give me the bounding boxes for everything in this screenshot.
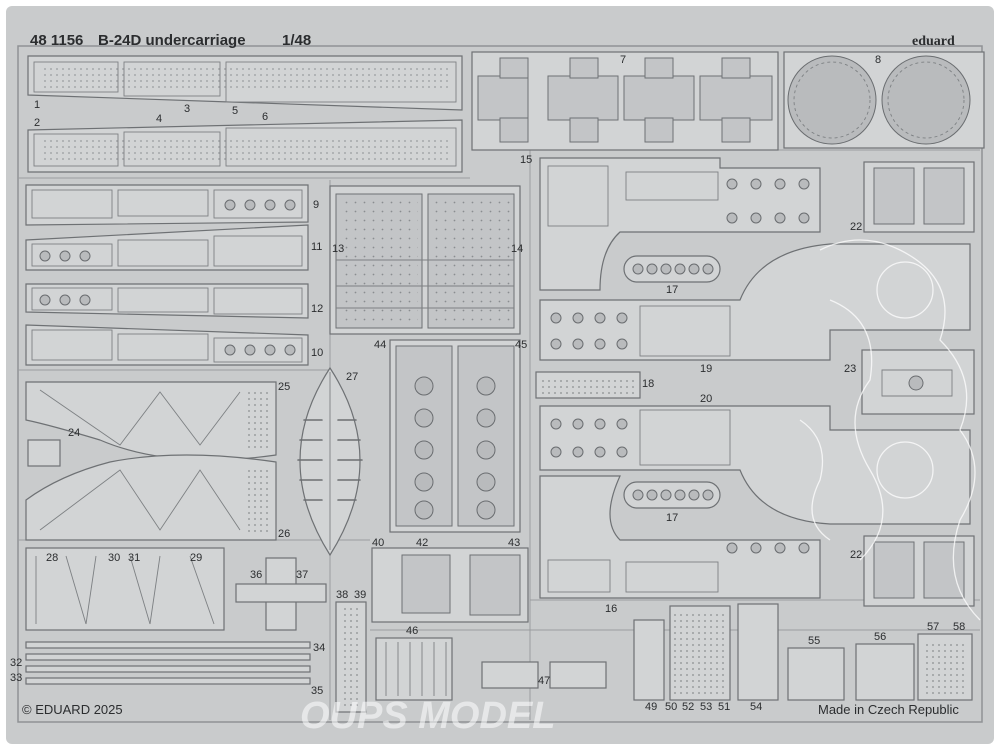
label-part-10: 10 [311,347,323,359]
label-part-24: 24 [68,427,80,439]
part-group-9-12 [25,184,309,366]
part-27 [297,366,363,557]
label-part-5: 5 [232,105,238,117]
part-23 [861,349,975,415]
label-part-44: 44 [374,339,386,351]
part-32-35-rods [25,641,311,685]
part-17 [623,255,721,509]
part-18 [535,371,641,399]
part-25-26 [25,381,277,541]
label-part-37: 37 [296,569,308,581]
footer: © EDUARD 2025 Made in Czech Republic [22,702,959,717]
label-part-51: 51 [718,701,730,713]
label-part-17-b: 17 [666,512,678,524]
part-46 [375,637,453,701]
label-part-16: 16 [605,603,617,615]
label-part-7: 7 [620,54,626,66]
label-part-19: 19 [700,363,712,375]
label-part-36: 36 [250,569,262,581]
label-part-3: 3 [184,103,190,115]
set-code: 48 1156 [30,32,83,49]
label-part-31: 31 [128,552,140,564]
part-group-1-6 [27,55,463,173]
part-24 [27,439,61,467]
label-part-43: 43 [508,537,520,549]
label-part-33: 33 [10,672,22,684]
part-47 [481,661,607,689]
label-part-9: 9 [313,199,319,211]
set-scale: 1/48 [282,32,311,49]
label-part-8: 8 [875,54,881,66]
label-part-27: 27 [346,371,358,383]
part-13-14 [329,185,521,335]
part-22 [863,161,975,607]
label-part-58: 58 [953,621,965,633]
label-part-23: 23 [844,363,856,375]
label-part-1: 1 [34,99,40,111]
part-38-39 [335,601,367,713]
label-part-50: 50 [665,701,677,713]
label-part-32: 32 [10,657,22,669]
label-part-2: 2 [34,117,40,129]
part-7 [471,51,779,151]
label-part-46: 46 [406,625,418,637]
label-part-49: 49 [645,701,657,713]
label-part-29: 29 [190,552,202,564]
brand-logo: eduard [912,34,955,49]
label-part-35: 35 [311,685,323,697]
label-part-39: 39 [354,589,366,601]
part-40-42-43 [371,547,529,623]
fret-frame [17,45,983,723]
header: 48 1156 B-24D undercarriage 1/48 eduard [30,32,955,49]
label-part-22-b: 22 [850,549,862,561]
label-part-55: 55 [808,635,820,647]
label-part-28: 28 [46,552,58,564]
label-part-34: 34 [313,642,325,654]
label-part-57: 57 [927,621,939,633]
label-part-20: 20 [700,393,712,405]
label-part-22-a: 22 [850,221,862,233]
label-part-11: 11 [311,241,322,253]
label-part-40: 40 [372,537,384,549]
origin-text: Made in Czech Republic [818,702,959,717]
label-part-17-a: 17 [666,284,678,296]
set-name: B-24D undercarriage [98,32,246,49]
part-group-15-20 [539,157,971,599]
part-group-28-31 [25,547,225,631]
label-part-12: 12 [311,303,323,315]
label-part-4: 4 [156,113,162,125]
label-part-25: 25 [278,381,290,393]
label-part-47: 47 [538,675,550,687]
label-part-30: 30 [108,552,120,564]
label-part-52: 52 [682,701,694,713]
label-part-56: 56 [874,631,886,643]
watermark: OUPS MODEL [300,239,981,737]
label-part-14: 14 [511,243,523,255]
label-part-42: 42 [416,537,428,549]
label-part-54: 54 [750,701,762,713]
label-part-26: 26 [278,528,290,540]
label-part-18: 18 [642,378,654,390]
label-part-53: 53 [700,701,712,713]
label-part-6: 6 [262,111,268,123]
label-part-13: 13 [332,243,344,255]
part-8 [783,51,985,149]
watermark-text: OUPS MODEL [300,695,555,737]
copyright-text: © EDUARD 2025 [22,702,123,717]
part-numbers: 1 2 3 4 5 6 7 8 9 10 11 12 13 14 15 16 1… [10,54,965,713]
part-44-45 [389,339,521,533]
part-36-37 [235,557,327,631]
part-group-49-58 [633,603,973,701]
label-part-15: 15 [520,154,532,166]
label-part-38: 38 [336,589,348,601]
label-part-45: 45 [515,339,527,351]
